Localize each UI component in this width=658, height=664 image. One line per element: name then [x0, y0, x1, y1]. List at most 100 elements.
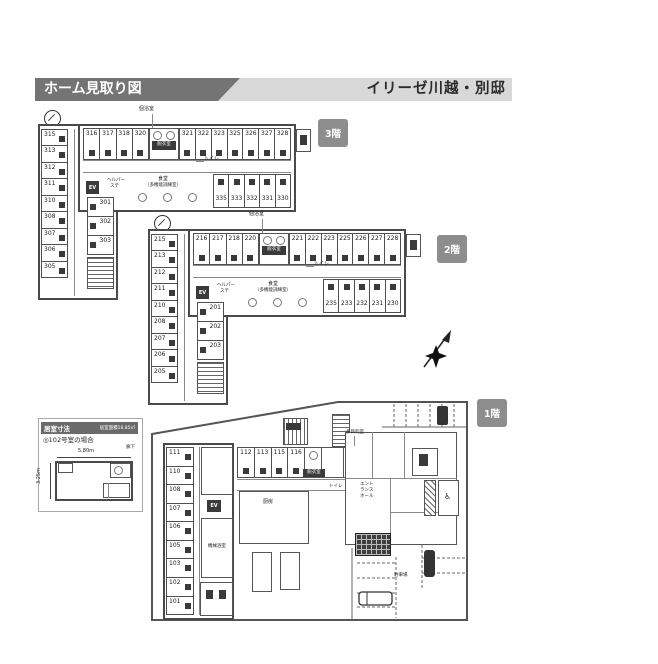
room-325: 325 — [226, 128, 244, 160]
floor1-parking-label: 駐車場 — [394, 573, 408, 578]
floor3-elevator: EV — [86, 181, 99, 194]
room-107: 107 — [166, 502, 194, 523]
room-218: 218 — [225, 233, 243, 265]
partition-line — [372, 432, 373, 478]
floor1-entrance-label3: ホール — [360, 494, 374, 499]
floor3-dressing-label: 脱衣室 — [152, 141, 176, 150]
room-110: 110 — [166, 465, 194, 486]
car-icon — [358, 591, 393, 606]
stretcher-icon — [286, 423, 301, 430]
floor1-multipurpose-label: 多目的室 — [346, 430, 364, 435]
wheelchair-icon: ♿ — [444, 492, 452, 501]
floor2-badge: 2階 — [437, 235, 467, 263]
room-308: 308 — [41, 211, 68, 229]
room-332: 332 — [243, 174, 261, 208]
floor2-corridor-line — [193, 277, 401, 278]
leader-line — [354, 436, 355, 446]
dimension-box-title: 居室寸法 — [44, 425, 70, 433]
accessible-parking — [438, 480, 459, 516]
bed — [103, 483, 130, 498]
room-215: 215 — [151, 234, 178, 252]
room-205: 205 — [151, 365, 178, 383]
dining-table — [252, 552, 272, 592]
table-icon — [163, 193, 172, 202]
room-230: 230 — [384, 279, 402, 313]
room-208: 208 — [151, 316, 178, 334]
room-301: 301 — [87, 197, 114, 217]
floor1-entrance-label: エント — [360, 482, 374, 487]
dimension-case-note: ◎102号室の場合 — [43, 436, 94, 444]
floor3-balcony-fixture — [300, 135, 307, 145]
room-310: 310 — [41, 194, 68, 213]
floor2-corridor-line — [193, 265, 401, 266]
floor1-entrance-label2: ランス — [360, 488, 374, 493]
room-323: 323 — [210, 128, 228, 160]
table-icon — [248, 298, 257, 307]
floor3-dining-label2: （多機能訓練室） — [145, 183, 181, 188]
room-316: 316 — [83, 128, 101, 160]
car-icon — [437, 406, 448, 425]
bathtub-icon — [153, 131, 162, 140]
room-220: 220 — [241, 233, 259, 265]
table-icon — [273, 298, 282, 307]
partition-line — [390, 478, 391, 545]
room-231: 231 — [369, 279, 386, 313]
floor2-dressing-label: 脱衣室 — [262, 246, 286, 255]
room-227: 227 — [368, 233, 386, 265]
floor1-elevator: EV — [207, 500, 221, 512]
room-330: 330 — [274, 174, 292, 208]
floor3-helper-label2: ステ — [110, 184, 119, 189]
table-icon — [298, 298, 307, 307]
room-112: 112 — [237, 447, 255, 478]
room-228: 228 — [384, 233, 402, 265]
leader-line — [196, 161, 204, 162]
room-115: 115 — [270, 447, 289, 478]
room-212: 212 — [151, 266, 178, 285]
room-105: 105 — [166, 539, 194, 560]
room-312: 312 — [41, 161, 68, 180]
floor3-stairs — [87, 257, 114, 289]
page-title: ホーム見取り図 — [35, 78, 240, 101]
room-235: 235 — [323, 279, 340, 313]
floor2-helper-label: ヘルパー — [217, 283, 235, 288]
floor3-badge: 3階 — [318, 119, 348, 147]
room-307: 307 — [41, 227, 68, 246]
room-315: 315 — [41, 129, 68, 147]
corridor-label: 廊下 — [126, 445, 135, 450]
room-103: 103 — [166, 558, 194, 578]
leader-line — [152, 114, 153, 128]
floor1-badge: 1階 — [477, 399, 507, 427]
room-216: 216 — [193, 233, 211, 265]
floor1-corridor-line — [237, 490, 345, 491]
leader-line — [262, 219, 263, 233]
dining-table — [280, 552, 300, 590]
room-201: 201 — [197, 302, 224, 322]
floor1-corridor-line — [199, 447, 200, 615]
room-317: 317 — [99, 128, 117, 160]
room-108: 108 — [166, 484, 194, 504]
toilet-fixture — [206, 590, 213, 599]
room-321: 321 — [179, 128, 196, 160]
room-101: 101 — [166, 595, 194, 616]
room-318: 318 — [115, 128, 133, 160]
floor1-corridor-line — [237, 479, 345, 480]
room-333: 333 — [228, 174, 245, 208]
floor1-toilet-label: トイレ — [329, 484, 343, 489]
floor1-kitchen-label: 厨房 — [263, 499, 274, 505]
floor2-dining-label: 食堂 — [267, 281, 278, 287]
room-207: 207 — [151, 332, 178, 351]
room-233: 233 — [338, 279, 355, 313]
floor2-dining-label2: （多機能訓練室） — [255, 288, 291, 293]
room-327: 327 — [258, 128, 276, 160]
dimension-line — [57, 457, 131, 458]
dimension-box-area: 居室面積18.85㎡ — [99, 426, 135, 431]
room-226: 226 — [352, 233, 370, 265]
partition-line — [404, 432, 405, 478]
room-213: 213 — [151, 250, 178, 268]
